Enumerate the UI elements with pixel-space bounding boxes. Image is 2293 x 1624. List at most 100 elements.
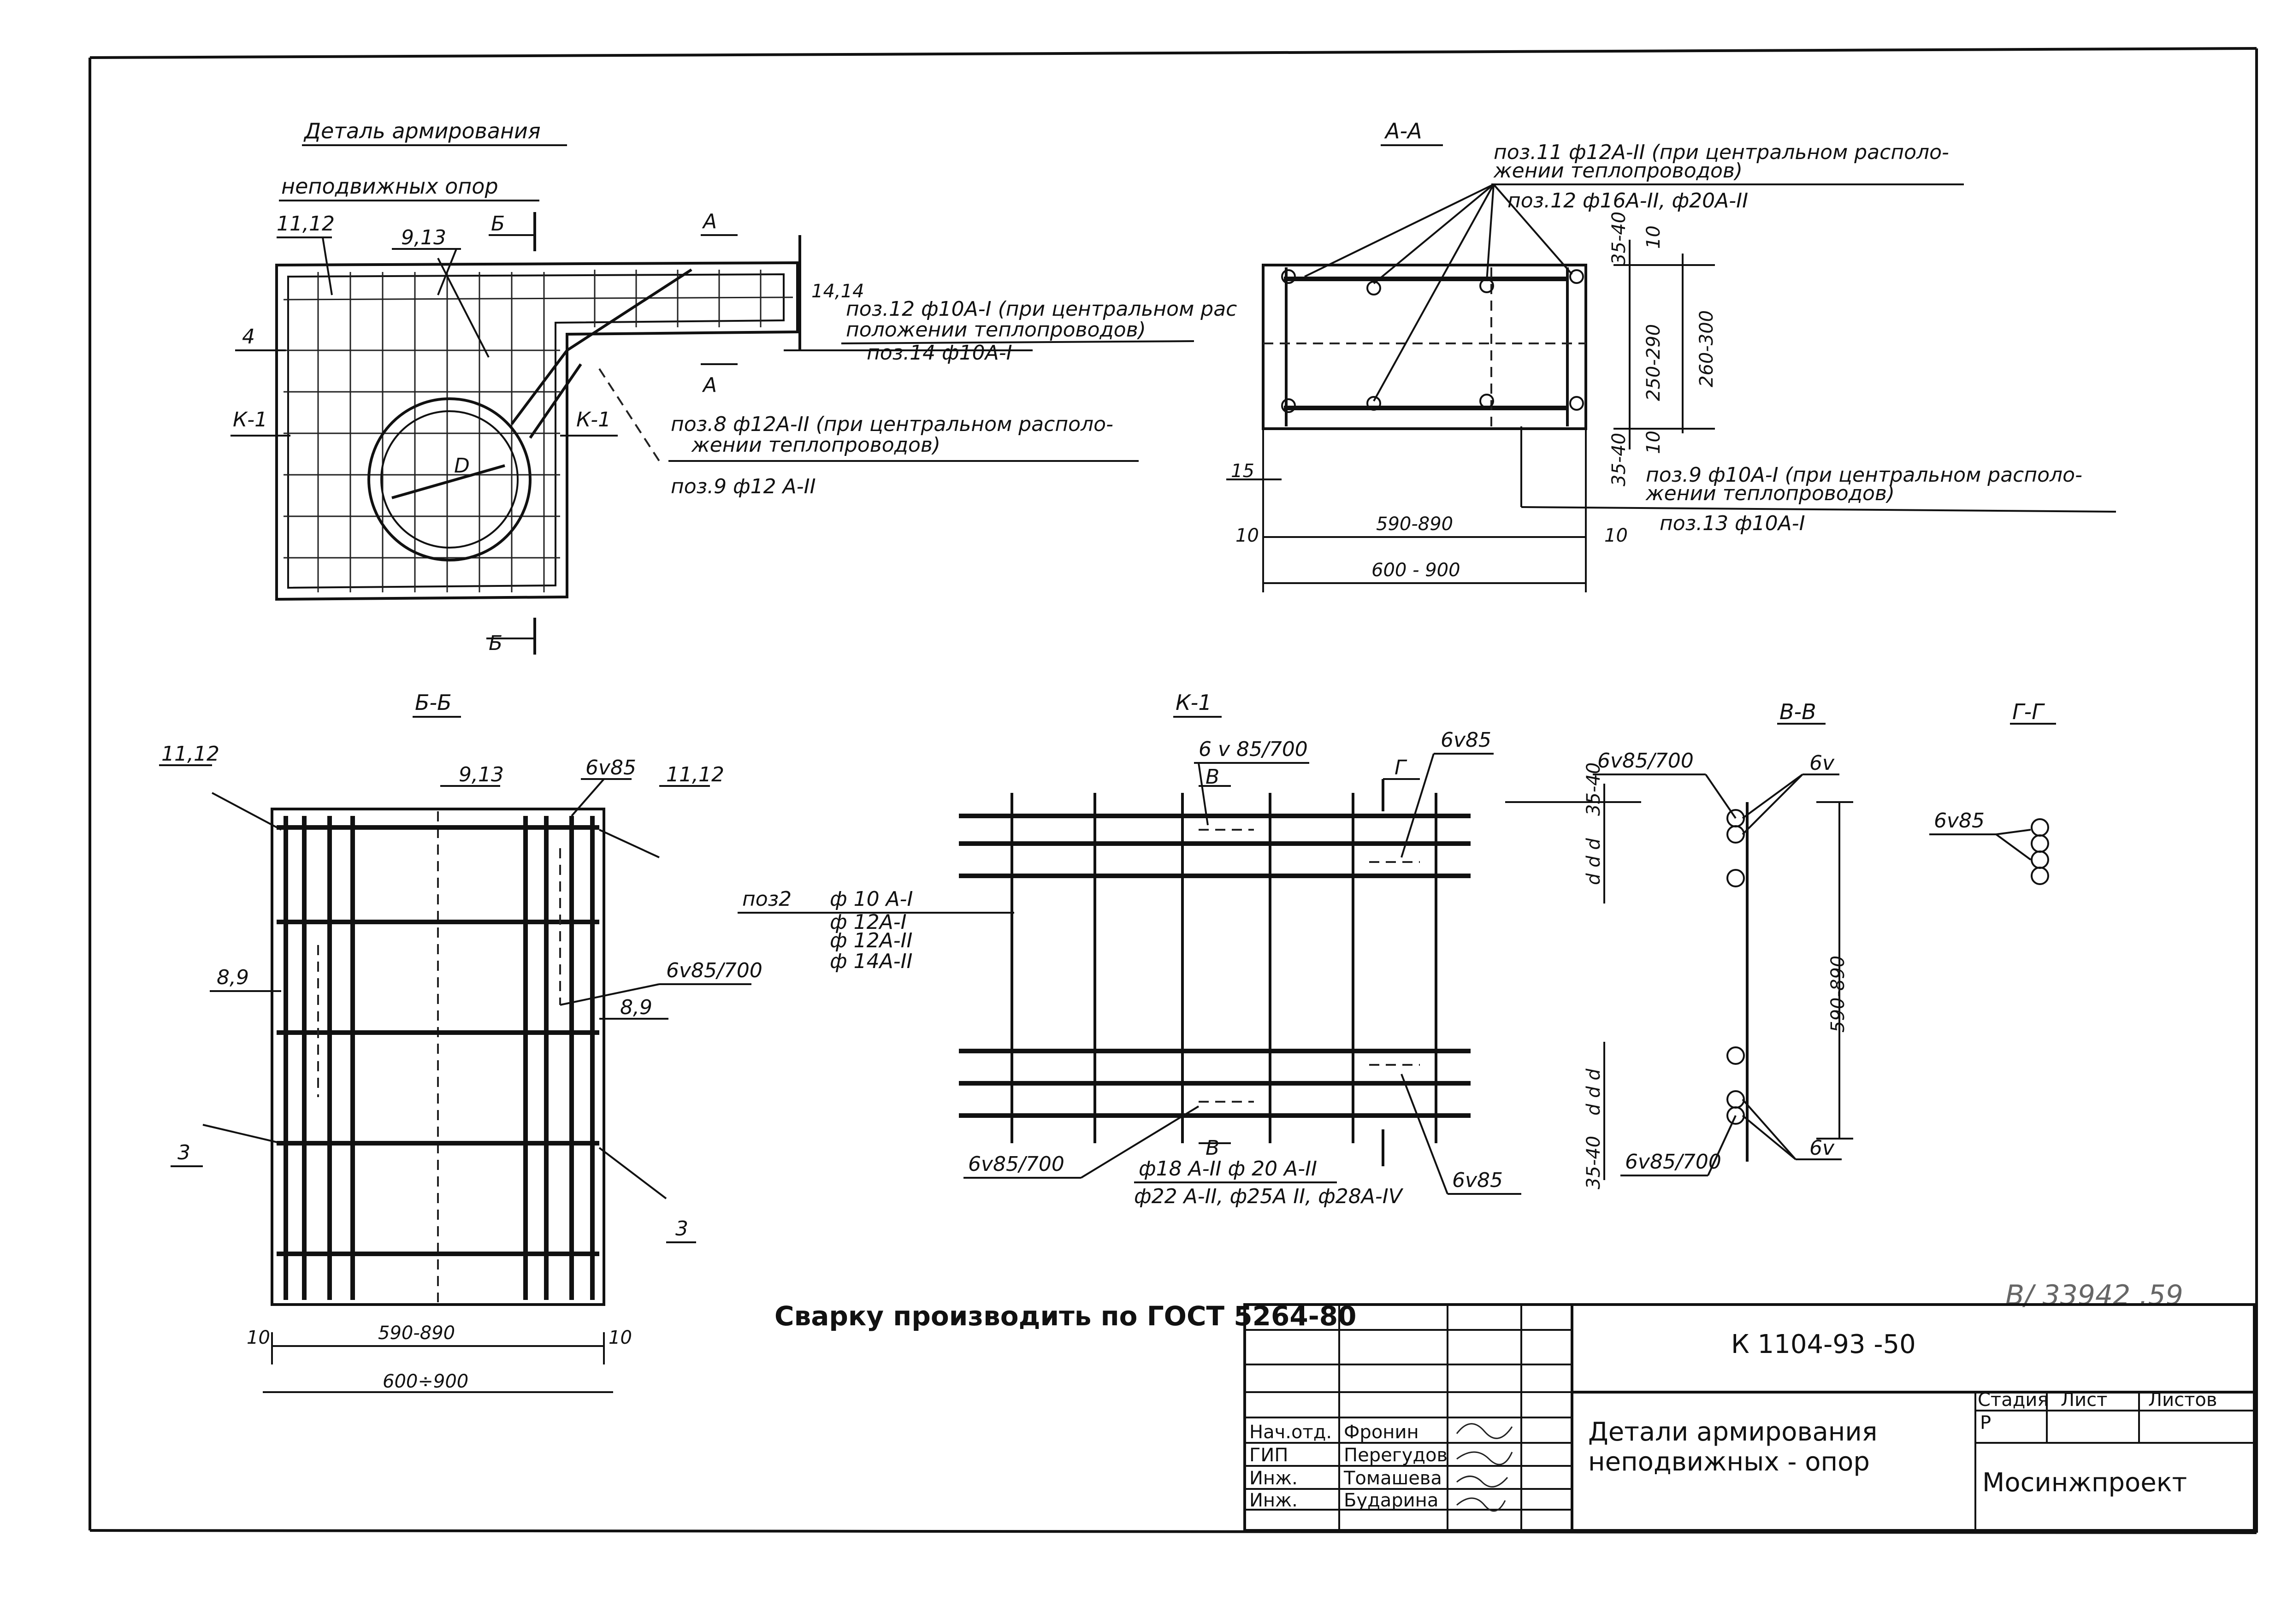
bb-dim-10-right: 10	[609, 1327, 632, 1348]
bb-dim-600-900: 600÷900	[383, 1371, 468, 1392]
vv-dim-d-top: d d d	[1583, 838, 1604, 885]
vv-weld-top-right: 6v	[1809, 751, 1835, 775]
organization: Мосинжпроект	[1982, 1468, 2187, 1498]
k1-weld-6v85-top: 6v85	[1441, 728, 1491, 752]
plan-note1-line2: положении теплопроводов)	[846, 318, 1146, 342]
section-vv-title: В-В	[1779, 699, 1816, 724]
bb-label-11-12-right: 11,12	[666, 763, 724, 786]
staff-role: ГИП	[1249, 1445, 1288, 1466]
aa-dim-10-top: 10	[1643, 225, 1664, 249]
bb-label-9-13: 9,13	[459, 763, 504, 786]
gg-weld: 6v85	[1934, 809, 1985, 833]
sheet-header: Лист	[2061, 1389, 2107, 1411]
aa-note-bot-line2: жении теплопроводов)	[1645, 482, 1895, 505]
aa-dim-10-left: 10	[1235, 525, 1259, 546]
bb-label-6v85: 6v85	[585, 756, 636, 780]
k1-dia4: ф 14А-II	[830, 950, 913, 973]
staff-role: Нач.отд.	[1249, 1422, 1332, 1443]
k1-weld-top: 6 v 85/700	[1199, 738, 1308, 761]
vv-dim-590-890: 590-890	[1827, 956, 1849, 1033]
staff-role: Инж.	[1249, 1490, 1298, 1511]
section-gg-title: Г-Г	[2012, 699, 2045, 724]
detail-plan: Деталь армирования неподвижных опор	[230, 118, 1237, 655]
aa-dim-10-bot: 10	[1643, 431, 1664, 454]
aa-note-top-line3: поз.12 ф16А-II, ф20А-II	[1507, 189, 1748, 213]
section-k1: К-1 6 v 85/700 В Г 6v85 поз2 ф 10	[738, 690, 1521, 1208]
staff-name: Фронин	[1344, 1422, 1419, 1443]
plan-cut-a-top: А	[702, 210, 717, 233]
vv-weld-top: 6v85/700	[1597, 749, 1694, 773]
plan-note2-line2: жении теплопроводов)	[691, 433, 940, 457]
detail-title-line2: неподвижных опор	[281, 174, 498, 199]
section-gg: Г-Г 6v85	[1929, 699, 2056, 885]
bb-label-6v85-700: 6v85/700	[666, 959, 762, 982]
k1-weld-bottom-left: 6v85/700	[968, 1152, 1064, 1176]
k1-dia1: ф 10 А-I	[830, 887, 913, 911]
staff-name: Томашева	[1343, 1468, 1442, 1489]
pipe-diameter-label: D	[454, 454, 470, 478]
plan-label-k1-left: К-1	[233, 408, 267, 431]
staff-name: Перегудов	[1344, 1445, 1448, 1466]
vv-dim-d-bot: d d d	[1583, 1069, 1604, 1116]
aa-dim-590-890: 590-890	[1376, 514, 1453, 535]
k1-bars-line1: ф18 А-II ф 20 А-II	[1139, 1157, 1317, 1181]
aa-dim-10-right: 10	[1604, 525, 1628, 546]
k1-pos2: поз2	[742, 887, 792, 911]
plan-note2-line3: поз.9 ф12 А-II	[671, 475, 816, 498]
aa-note-top-line2: жении теплопроводов)	[1493, 159, 1743, 183]
section-bb: Б-Б 11,12 9,13 6v85 11,12 8,9	[159, 690, 762, 1393]
bb-dim-590-890: 590-890	[378, 1323, 455, 1344]
vv-weld-bottom: 6v85/700	[1625, 1150, 1721, 1174]
aa-dim-35-40-top: 35-40	[1608, 212, 1630, 265]
plan-note1-line1: поз.12 ф10А-I (при центральном рас	[846, 297, 1237, 321]
plan-note1-line3: поз.14 ф10А-I	[867, 341, 1012, 365]
vv-weld-bottom-right: 6v	[1809, 1136, 1835, 1160]
bb-label-11-12-left: 11,12	[161, 742, 219, 766]
plan-label-14-14: 14,14	[811, 281, 864, 302]
plan-label-11-12: 11,12	[277, 212, 335, 236]
aa-dim-15: 15	[1231, 461, 1254, 482]
k1-dia2: ф 12А-I	[830, 910, 907, 934]
aa-dim-250-290: 250-290	[1643, 324, 1664, 401]
section-aa-title: А-А	[1384, 118, 1422, 143]
plan-cut-b-top: Б	[491, 212, 505, 236]
k1-weld-6v85-bottom: 6v85	[1452, 1169, 1503, 1192]
title-line2: неподвижных - опор	[1588, 1447, 1870, 1477]
vv-dim-35-40-bot: 35-40	[1583, 1136, 1604, 1189]
bb-dim-10-left: 10	[247, 1327, 270, 1348]
plan-label-k1-right: К-1	[576, 408, 611, 431]
plan-cut-a-bottom: А	[702, 373, 717, 397]
staff-role: Инж.	[1249, 1468, 1298, 1489]
k1-dia3: ф 12А-II	[830, 929, 913, 952]
bb-label-8-9-left: 8,9	[217, 966, 249, 989]
aa-note-bot-line3: поз.13 ф10А-I	[1660, 512, 1805, 535]
bb-label-3-left: 3	[177, 1141, 190, 1164]
aa-note-top-line1: поз.11 ф12А-II (при центральном располо-	[1494, 141, 1949, 164]
staff-name: Бударина	[1344, 1490, 1438, 1511]
doc-code: К 1104-93 -50	[1731, 1329, 1916, 1359]
bb-label-3-right: 3	[675, 1217, 688, 1240]
vv-dim-35-40-top: 35-40	[1583, 762, 1604, 816]
sheets-header: Листов	[2148, 1389, 2217, 1411]
k1-cut-g: Г	[1395, 756, 1407, 780]
plan-label-4: 4	[242, 325, 255, 348]
aa-dim-35-40-bot: 35-40	[1608, 433, 1630, 486]
handwritten-number: В/ 33942 .59	[2005, 1279, 2183, 1311]
signature-mark	[1456, 1423, 1513, 1512]
plan-cut-b-bottom: Б	[489, 632, 502, 655]
stage-header: Стадия	[1978, 1389, 2048, 1411]
title-line1: Детали армирования	[1588, 1417, 1877, 1447]
aa-dim-600-900: 600 - 900	[1371, 560, 1460, 581]
aa-note-bot-line1: поз.9 ф10А-I (при центральном располо-	[1646, 463, 2082, 487]
k1-cut-v-bottom: В	[1206, 1136, 1219, 1160]
aa-dim-260-300: 260-300	[1696, 310, 1717, 387]
section-bb-title: Б-Б	[415, 690, 452, 715]
sheet-frame	[89, 47, 2258, 1534]
plan-note2-line1: поз.8 ф12А-II (при центральном располо-	[671, 413, 1113, 436]
pipe-opening	[367, 397, 532, 561]
title-block: К 1104-93 -50 Детали армирования неподви…	[1243, 1303, 2256, 1532]
section-k1-title: К-1	[1176, 690, 1212, 715]
bb-label-8-9-right: 8,9	[620, 996, 652, 1019]
stage-value: Р	[1980, 1412, 1991, 1434]
